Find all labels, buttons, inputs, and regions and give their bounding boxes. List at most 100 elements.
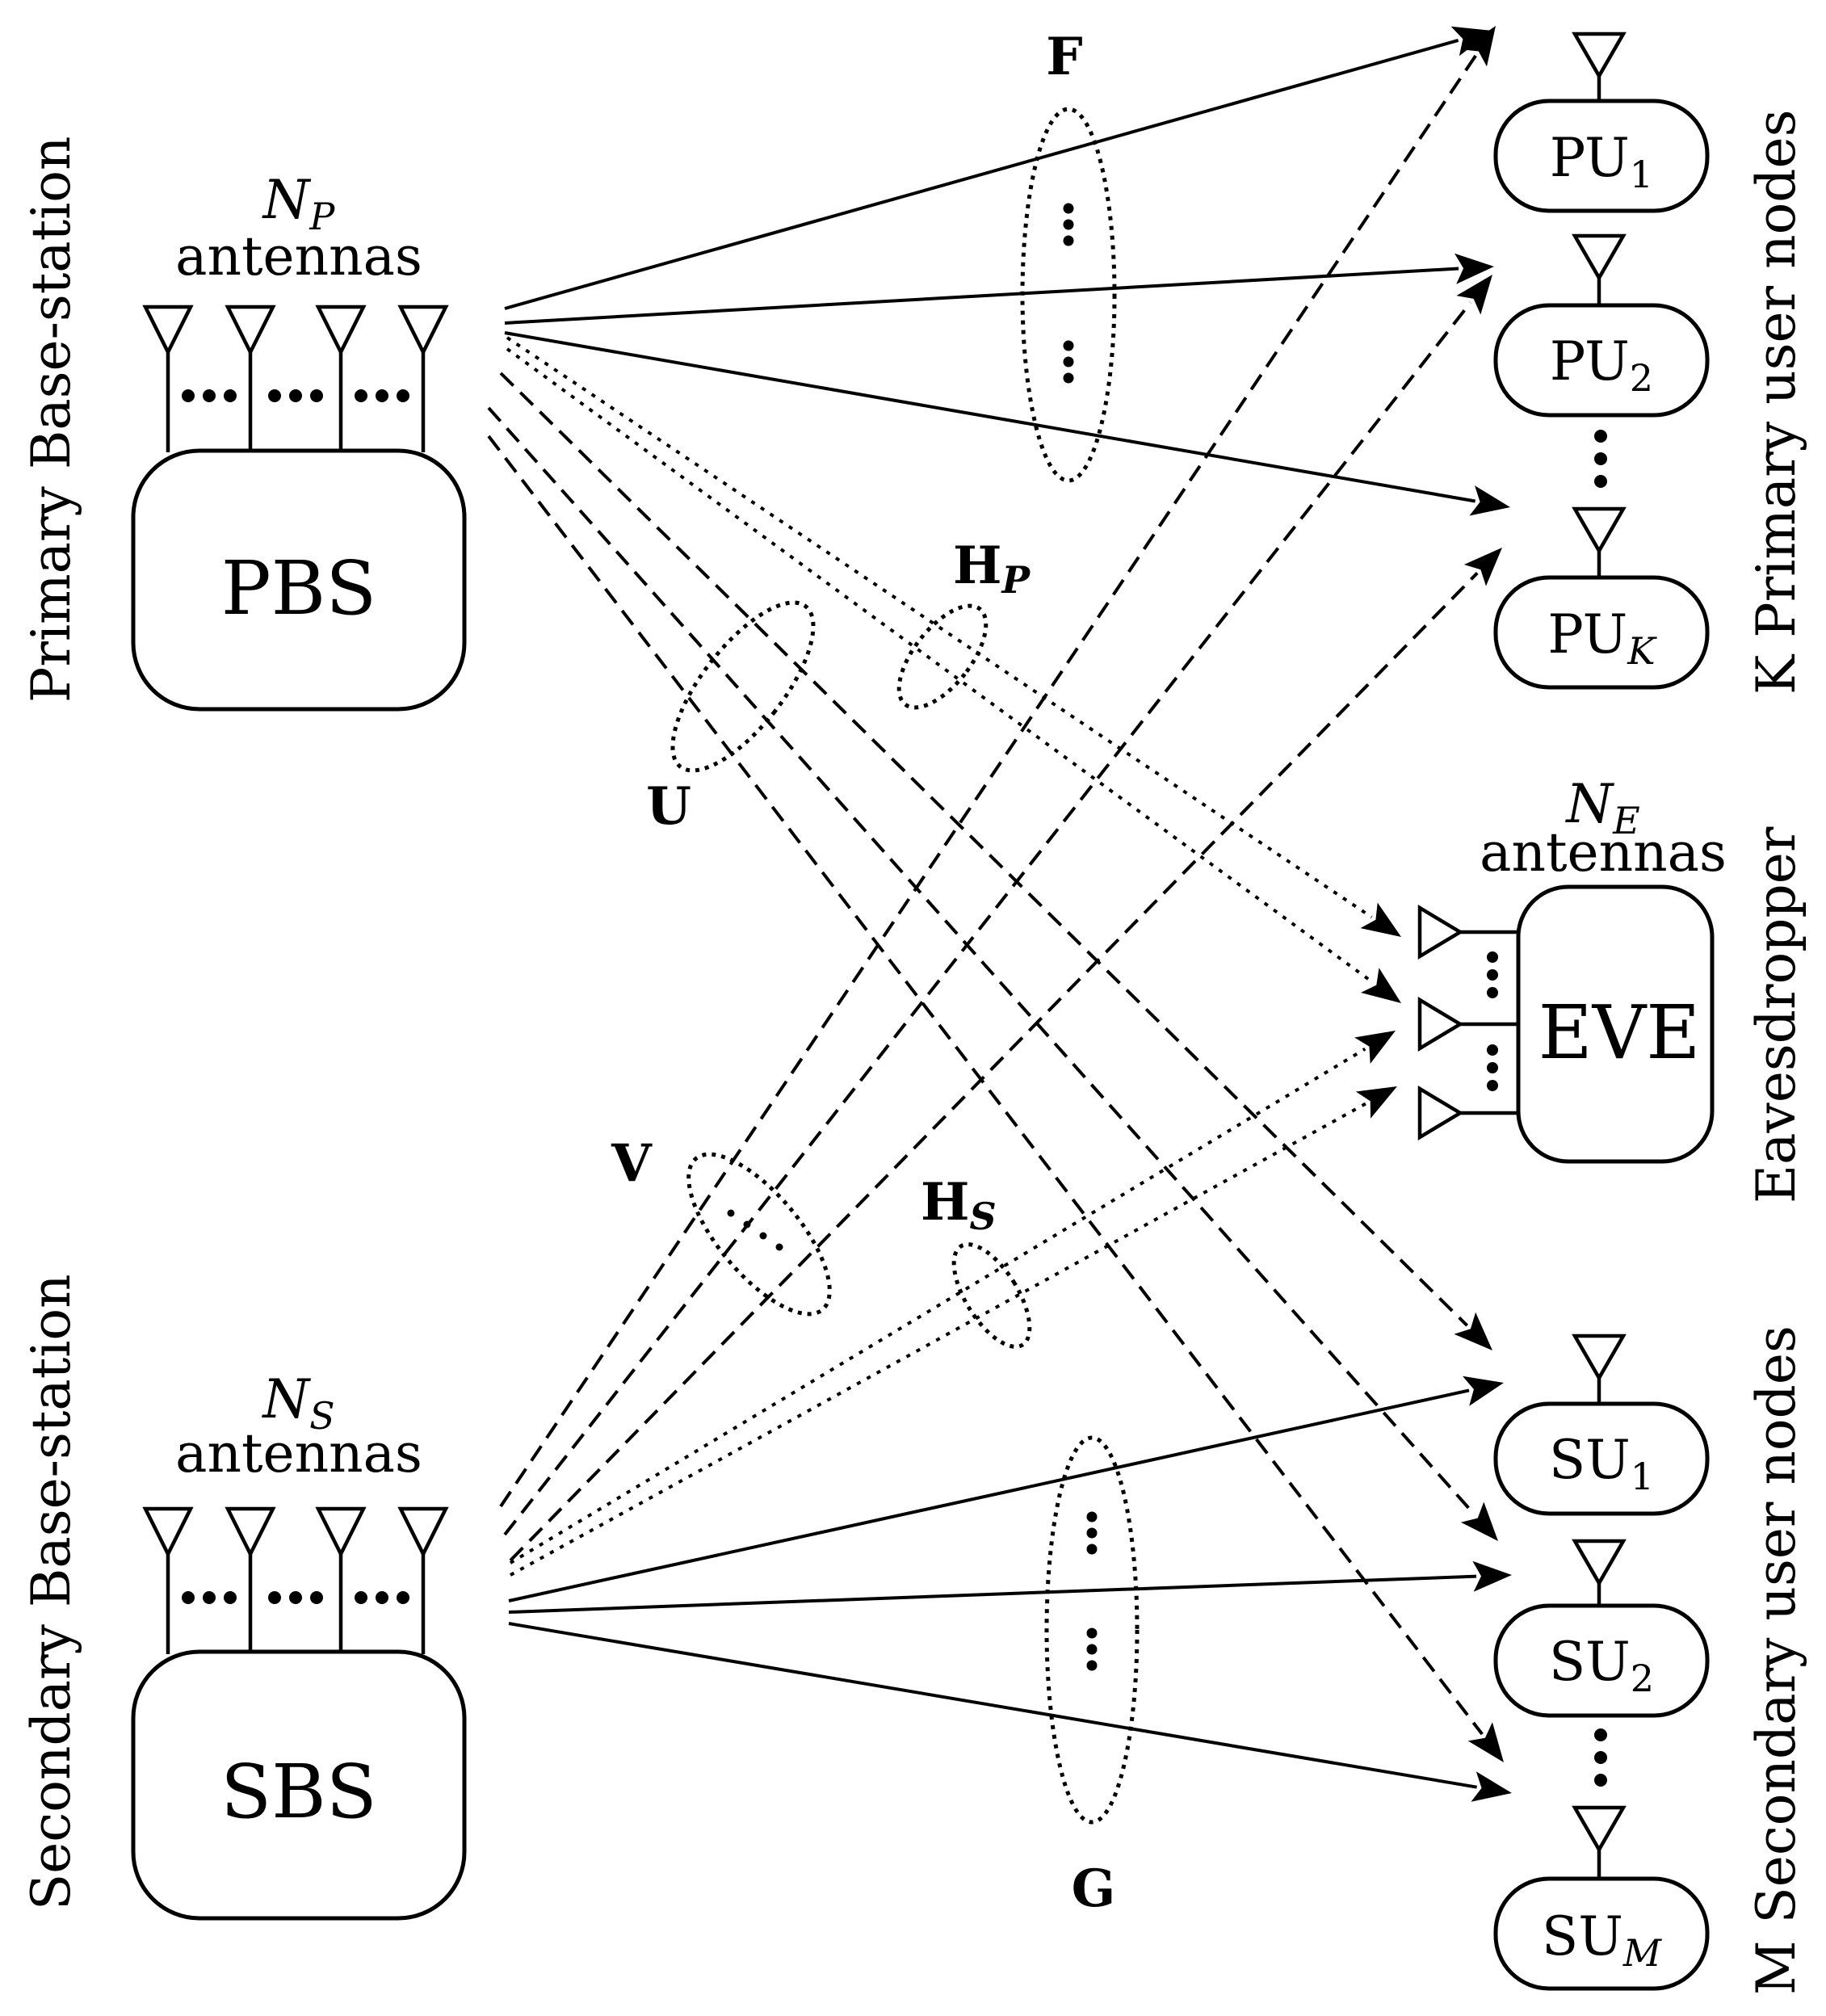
arrowhead-icon [1454, 1312, 1492, 1350]
antenna-icon [225, 1506, 276, 1559]
channel-hs-label: HS [921, 1172, 997, 1238]
link-v-pu1 [499, 26, 1496, 1508]
arrowhead-icon [1360, 902, 1401, 937]
link-hp-eve-2-line [506, 347, 1374, 984]
antenna-icon [225, 304, 276, 357]
link-v-pu2 [503, 275, 1492, 1536]
channel-hp-label: HP [953, 536, 1031, 602]
vertical-ellipsis-icon [1594, 430, 1607, 488]
su-m-label: SUM [1542, 1905, 1663, 1975]
pbs-antenna-count: NP [262, 169, 336, 238]
pu-1-label: PU1 [1550, 127, 1653, 196]
channel-v-label: V [611, 1133, 653, 1194]
pu-k-label: PUK [1547, 603, 1657, 673]
antenna-icon [142, 304, 194, 357]
link-hp-eve-1-line [506, 336, 1373, 919]
link-u-su1-line [499, 372, 1469, 1327]
antenna-icon [1572, 1539, 1627, 1587]
link-g-su1 [508, 1376, 1504, 1602]
link-f-pu2 [504, 253, 1494, 325]
link-f-pu2-line [504, 267, 1459, 325]
arrowhead-icon [1467, 1722, 1504, 1762]
link-v-pu1-line [499, 54, 1478, 1508]
secondary-user-2: SU2 [1493, 1539, 1710, 1718]
channel-hs-group [951, 1242, 1032, 1349]
primary-user-k: PUK [1493, 506, 1710, 690]
link-f-pu1-line [504, 38, 1459, 310]
eve-label: EVE [1538, 989, 1701, 1076]
link-f-pu1 [504, 26, 1492, 310]
antenna-icon [142, 1506, 194, 1559]
primary-user-nodes-label: K Primary user nodes [1745, 110, 1807, 695]
ellipsis-icon [182, 1591, 409, 1604]
arrowhead-icon [1469, 485, 1510, 516]
arrowhead-icon [1471, 1771, 1512, 1802]
link-f-puk-line [504, 331, 1475, 503]
arrowhead-icon [1463, 548, 1502, 586]
pbs-label: PBS [221, 545, 377, 632]
channel-g-group [1044, 1435, 1140, 1825]
su-1-label: SU1 [1549, 1429, 1654, 1498]
primary-user-2: PU2 [1493, 233, 1710, 418]
su-2-label: SU2 [1549, 1631, 1654, 1700]
pbs-antenna-array [142, 304, 449, 452]
link-u-sum-line [487, 435, 1484, 1736]
antenna-icon [1572, 1805, 1627, 1854]
sbs-antenna-count: NS [261, 1368, 334, 1438]
eve-antenna-word: antennas [1480, 821, 1727, 884]
channel-hp-group [896, 603, 989, 710]
link-g-su1-line [508, 1388, 1470, 1602]
antenna-icon [1417, 997, 1464, 1052]
antenna-icon [315, 304, 367, 357]
antenna-icon [1417, 905, 1464, 960]
antenna-icon [397, 304, 449, 357]
link-hs-eve-1 [509, 1031, 1396, 1564]
eve-antenna-count: NE [1564, 773, 1639, 842]
antenna-icon [397, 1506, 449, 1559]
antenna-icon [1417, 1086, 1464, 1140]
dotted-link-marks [727, 1209, 783, 1251]
arrowhead-icon [1450, 26, 1492, 57]
arrowhead-icon [1361, 968, 1401, 1003]
link-g-sum-line [508, 1622, 1477, 1789]
primary-base-station: NP antennas PBS [131, 169, 467, 712]
arrowhead-icon [1460, 1502, 1498, 1541]
channel-links [487, 26, 1512, 1802]
pbs-box [131, 448, 467, 712]
channel-f-label: F [1046, 27, 1082, 87]
antenna-icon [1572, 506, 1627, 555]
primary-user-1: PU1 [1493, 32, 1710, 213]
link-hp-eve-2 [506, 347, 1401, 1003]
channel-v-group [686, 1152, 832, 1317]
sbs-box [131, 1649, 467, 1921]
link-hs-eve-2-line [510, 1102, 1367, 1577]
channel-u-label: U [646, 776, 691, 837]
arrowhead-icon [1355, 1086, 1397, 1119]
sbs-label: SBS [220, 1749, 377, 1835]
primary-base-station-label: Primary Base-station [20, 136, 82, 703]
link-v-pu2-line [503, 301, 1472, 1536]
channel-f-group [1020, 107, 1117, 483]
vertical-ellipsis-icon [1487, 951, 1498, 1091]
channel-g-label: G [1072, 1858, 1116, 1919]
secondary-base-station-label: Secondary Base-station [20, 1274, 82, 1910]
link-hs-eve-1-line [509, 1047, 1366, 1564]
eavesdropper: NE antennas EVE [1417, 773, 1727, 1164]
link-hs-eve-2 [510, 1086, 1397, 1577]
antenna-icon [1572, 233, 1627, 282]
vertical-ellipsis-icon [1594, 1728, 1607, 1787]
link-u-su2 [487, 406, 1498, 1541]
antenna-icon [1572, 1334, 1627, 1382]
eavesdropper-label: Eavesdropper [1745, 826, 1807, 1203]
vertical-ellipsis-icon [1086, 1511, 1098, 1671]
arrowhead-icon [1354, 1031, 1396, 1064]
link-f-puk [504, 331, 1510, 516]
secondary-user-1: SU1 [1493, 1334, 1710, 1516]
link-u-sum [487, 435, 1504, 1762]
channel-u-group [670, 600, 816, 773]
link-v-puk-line [509, 572, 1479, 1562]
arrowhead-icon [1463, 1376, 1504, 1406]
pu-2-label: PU2 [1550, 330, 1653, 400]
arrowhead-icon [1472, 1560, 1512, 1592]
link-g-su2 [508, 1560, 1512, 1614]
